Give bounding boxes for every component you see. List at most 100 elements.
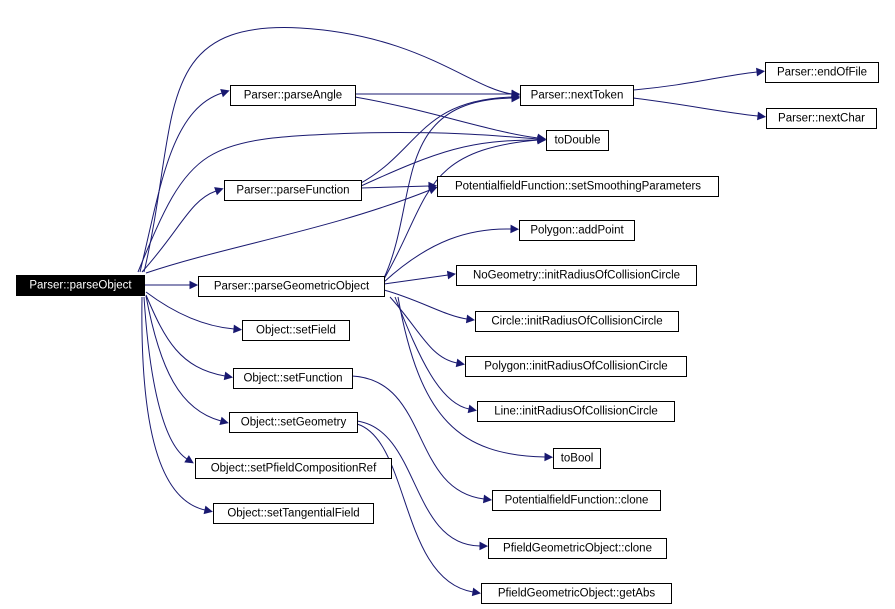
node-label-parseObject: Parser::parseObject — [29, 280, 132, 292]
edge-nextToken-to-endOfFile-arrowhead — [756, 67, 766, 77]
node-box-parseFunction — [224, 180, 362, 201]
node-parseFunction[interactable]: Parser::parseFunction — [224, 180, 362, 201]
node-label-setFunction: Object::setFunction — [243, 373, 342, 385]
node-toDouble[interactable]: toDouble — [546, 130, 609, 151]
edge-parseObject-to-parseFunction — [141, 190, 217, 273]
node-nextToken[interactable]: Parser::nextToken — [520, 85, 634, 106]
node-box-noGeomInit — [456, 265, 697, 286]
call-graph-nodes: Parser::parseObjectParser::parseAnglePar… — [16, 62, 879, 604]
edge-parseObject-to-setField — [145, 291, 235, 330]
edge-parseGeometricObject-to-nextToken — [383, 97, 513, 279]
edge-parseObject-to-toDouble — [137, 132, 539, 273]
node-noGeomInit[interactable]: NoGeometry::initRadiusOfCollisionCircle — [456, 265, 697, 286]
node-box-toDouble — [546, 130, 609, 151]
edge-parseGeometricObject-to-addPoint — [383, 228, 512, 283]
edge-parseGeometricObject-to-noGeomInit — [383, 274, 449, 285]
node-label-setTangentialField: Object::setTangentialField — [227, 508, 359, 520]
edge-parseObject-to-nextToken — [143, 27, 513, 273]
edge-parseGeometricObject-to-noGeomInit-arrowhead — [446, 270, 457, 280]
node-addPoint[interactable]: Polygon::addPoint — [519, 220, 635, 241]
edge-parseGeometricObject-to-lineInit-arrowhead — [467, 404, 477, 414]
node-box-pgoClone — [488, 538, 667, 559]
node-setTangentialField[interactable]: Object::setTangentialField — [213, 503, 374, 524]
node-label-toDouble: toDouble — [554, 135, 600, 147]
node-box-setSmoothingParameters — [437, 176, 719, 197]
node-circleInit[interactable]: Circle::initRadiusOfCollisionCircle — [475, 311, 679, 332]
node-box-polygonInit — [465, 356, 687, 377]
edge-setFunction-to-pffClone — [351, 375, 485, 500]
edge-parseFunction-to-nextToken — [360, 96, 513, 184]
edge-parseObject-to-setPfieldCompositionRef — [143, 296, 188, 460]
edge-parseGeometricObject-to-toDouble-arrowhead — [537, 135, 547, 145]
node-toBool[interactable]: toBool — [553, 448, 601, 469]
edge-parseGeometricObject-to-toDouble — [383, 139, 539, 280]
node-box-endOfFile — [765, 62, 879, 83]
node-endOfFile[interactable]: Parser::endOfFile — [765, 62, 879, 83]
edge-parseObject-to-parseGeometricObject-arrowhead — [189, 280, 199, 290]
node-nextChar[interactable]: Parser::nextChar — [766, 108, 877, 129]
edge-parseGeometricObject-to-circleInit-arrowhead — [465, 314, 476, 324]
call-graph-edges — [137, 27, 767, 597]
node-pgoClone[interactable]: PfieldGeometricObject::clone — [488, 538, 667, 559]
node-label-toBool: toBool — [561, 453, 594, 465]
node-label-setField: Object::setField — [256, 325, 336, 337]
node-label-circleInit: Circle::initRadiusOfCollisionCircle — [491, 316, 662, 328]
node-label-pgoClone: PfieldGeometricObject::clone — [503, 543, 652, 555]
edge-parseObject-to-setGeometry — [145, 295, 222, 422]
node-box-nextChar — [766, 108, 877, 129]
node-label-polygonInit: Polygon::initRadiusOfCollisionCircle — [484, 361, 667, 373]
edge-parseObject-to-setTangentialField-arrowhead — [203, 505, 213, 515]
node-label-addPoint: Polygon::addPoint — [530, 225, 624, 237]
edge-parseObject-to-parseAngle — [139, 92, 223, 273]
node-polygonInit[interactable]: Polygon::initRadiusOfCollisionCircle — [465, 356, 687, 377]
edge-setGeometry-to-pgoGetAbs — [356, 423, 474, 593]
node-setFunction[interactable]: Object::setFunction — [233, 368, 353, 389]
node-lineInit[interactable]: Line::initRadiusOfCollisionCircle — [477, 401, 675, 422]
node-box-setTangentialField — [213, 503, 374, 524]
node-setGeometry[interactable]: Object::setGeometry — [229, 412, 358, 433]
edge-setGeometry-to-pgoClone-arrowhead — [479, 541, 489, 551]
edge-setGeometry-to-pgoClone — [356, 420, 481, 547]
node-parseAngle[interactable]: Parser::parseAngle — [230, 85, 356, 106]
node-parseGeometricObject[interactable]: Parser::parseGeometricObject — [198, 276, 385, 297]
node-box-pffClone — [492, 490, 661, 511]
edge-parseObject-to-setField-arrowhead — [233, 324, 243, 334]
node-label-lineInit: Line::initRadiusOfCollisionCircle — [494, 406, 658, 418]
node-box-circleInit — [475, 311, 679, 332]
edge-parseGeometricObject-to-circleInit — [383, 289, 468, 320]
edge-parseGeometricObject-to-polygonInit-arrowhead — [455, 358, 465, 368]
node-pffClone[interactable]: PotentialfieldFunction::clone — [492, 490, 661, 511]
node-label-parseFunction: Parser::parseFunction — [236, 185, 349, 197]
node-box-setField — [242, 320, 350, 341]
node-box-pgoGetAbs — [481, 583, 672, 604]
node-setField[interactable]: Object::setField — [242, 320, 350, 341]
node-label-setSmoothingParameters: PotentialfieldFunction::setSmoothingPara… — [455, 181, 701, 193]
node-box-addPoint — [519, 220, 635, 241]
edge-setGeometry-to-pgoGetAbs-arrowhead — [471, 587, 482, 597]
node-label-nextChar: Parser::nextChar — [778, 113, 865, 125]
edge-parseObject-to-setPfieldCompositionRef-arrowhead — [184, 455, 194, 464]
node-label-noGeomInit: NoGeometry::initRadiusOfCollisionCircle — [473, 270, 680, 282]
node-setSmoothingParameters[interactable]: PotentialfieldFunction::setSmoothingPara… — [437, 176, 719, 197]
node-setPfieldCompositionRef[interactable]: Object::setPfieldCompositionRef — [195, 458, 392, 479]
edge-parseObject-to-setGeometry-arrowhead — [219, 416, 229, 426]
node-label-setGeometry: Object::setGeometry — [241, 417, 347, 429]
edge-parseGeometricObject-to-toBool-arrowhead — [544, 452, 554, 462]
edge-parseObject-to-setFunction-arrowhead — [223, 371, 233, 381]
node-label-setPfieldCompositionRef: Object::setPfieldCompositionRef — [211, 463, 377, 475]
edge-parseObject-to-parseAngle-arrowhead — [220, 89, 230, 98]
edge-parseGeometricObject-to-lineInit — [394, 296, 470, 410]
edge-parseGeometricObject-to-nextToken-arrowhead — [511, 93, 521, 103]
node-box-setGeometry — [229, 412, 358, 433]
edge-parseObject-to-setSmoothingParameters — [145, 189, 431, 274]
edge-parseObject-to-setFunction — [145, 294, 226, 377]
node-box-parseObject — [16, 275, 145, 296]
edge-parseGeometricObject-to-toBool — [397, 296, 546, 458]
node-pgoGetAbs[interactable]: PfieldGeometricObject::getAbs — [481, 583, 672, 604]
edge-setFunction-to-pffClone-arrowhead — [482, 494, 493, 504]
node-box-lineInit — [477, 401, 675, 422]
edge-nextToken-to-nextChar-arrowhead — [757, 111, 767, 121]
edge-parseFunction-to-toDouble — [360, 139, 539, 187]
node-parseObject[interactable]: Parser::parseObject — [16, 275, 145, 296]
